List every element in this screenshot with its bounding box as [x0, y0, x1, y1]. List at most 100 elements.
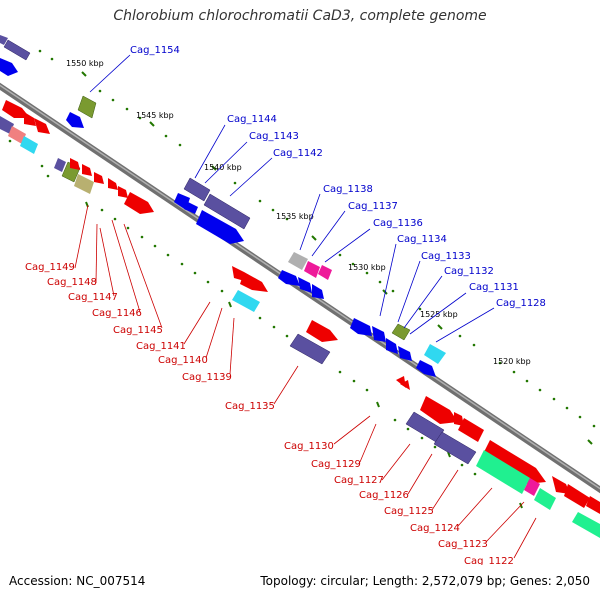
gene-feature[interactable] [0, 116, 14, 134]
gene-label[interactable]: Cag_1139 [182, 372, 232, 383]
gene-feature[interactable] [398, 346, 412, 361]
gene-feature[interactable] [482, 440, 546, 484]
scale-ticks-upper-major [81, 71, 593, 445]
gene-feature[interactable] [240, 272, 268, 292]
scale-label: 1530 kbp [348, 263, 386, 272]
gene-feature[interactable] [8, 126, 26, 144]
gene-feature[interactable] [304, 261, 320, 278]
gene-label[interactable]: Cag_1131 [469, 282, 519, 293]
gene-feature[interactable] [454, 412, 464, 426]
gene-label[interactable]: Cag_1136 [373, 218, 423, 229]
gene-feature[interactable] [0, 58, 18, 76]
gene-feature[interactable] [458, 418, 484, 442]
gene-feature[interactable] [564, 484, 590, 508]
upper-feature-track [0, 35, 446, 377]
gene-label[interactable]: Cag_1148 [47, 277, 97, 288]
gene-feature[interactable] [203, 193, 251, 230]
gene-feature[interactable] [424, 344, 446, 364]
gene-feature[interactable] [318, 265, 332, 280]
gene-label[interactable]: Cag_1146 [92, 308, 142, 319]
gene-label[interactable]: Cag_1128 [496, 298, 546, 309]
gene-label[interactable]: Cag_1123 [438, 539, 488, 550]
gene-feature[interactable] [288, 252, 308, 270]
gene-label[interactable]: Cag_1137 [348, 201, 398, 212]
gene-feature[interactable] [298, 277, 312, 293]
genome-summary-text: Topology: circular; Length: 2,572,079 bp… [260, 574, 590, 588]
gene-feature[interactable] [433, 431, 477, 465]
upper-leader-lines [89, 54, 495, 343]
gene-feature[interactable] [77, 95, 97, 119]
gene-feature[interactable] [82, 164, 92, 176]
gene-label[interactable]: Cag_1147 [68, 292, 118, 303]
scale-ticks-lower [8, 139, 477, 476]
gene-label[interactable]: Cag_1135 [225, 401, 275, 412]
gene-feature[interactable] [278, 270, 300, 286]
gene-feature[interactable] [552, 476, 570, 494]
gene-feature[interactable] [400, 380, 410, 390]
gene-feature[interactable] [386, 338, 398, 354]
gene-feature[interactable] [70, 158, 80, 170]
gene-feature[interactable] [306, 320, 338, 342]
gene-label[interactable]: Cag_1124 [410, 523, 460, 534]
gene-label[interactable]: Cag_1138 [323, 184, 373, 195]
gene-feature[interactable] [108, 178, 118, 190]
gene-feature[interactable] [312, 284, 324, 299]
map-title: Chlorobium chlorochromatii CaD3, complet… [113, 8, 487, 24]
scale-label: 1540 kbp [204, 163, 242, 172]
gene-label[interactable]: Cag_1125 [384, 506, 434, 517]
gene-feature[interactable] [2, 100, 30, 118]
gene-feature[interactable] [534, 488, 556, 510]
gene-feature[interactable] [586, 496, 600, 514]
scale-label: 1520 kbp [493, 357, 531, 366]
gene-label[interactable]: Cag_1133 [421, 251, 471, 262]
lower-feature-track [0, 100, 600, 538]
gene-label[interactable]: Cag_1126 [359, 490, 409, 501]
gene-feature[interactable] [350, 318, 372, 336]
gene-feature[interactable] [391, 323, 411, 341]
gene-feature[interactable] [196, 210, 244, 244]
gene-label[interactable]: Cag_1143 [249, 131, 299, 142]
scale-ticks-lower-major [85, 201, 523, 509]
gene-label[interactable]: Cag_1132 [444, 266, 494, 277]
gene-label[interactable]: Cag_1145 [113, 325, 163, 336]
scale-label: 1535 kbp [276, 212, 314, 221]
gene-feature[interactable] [34, 118, 50, 134]
gene-feature[interactable] [124, 192, 154, 214]
gene-label[interactable]: Cag_1129 [311, 459, 361, 470]
gene-label[interactable]: Cag_1149 [25, 262, 75, 273]
gene-feature[interactable] [24, 112, 36, 126]
gene-label[interactable]: Cag_1134 [397, 234, 447, 245]
scale-ticks-upper [38, 49, 596, 428]
gene-feature[interactable] [289, 333, 331, 365]
gene-feature[interactable] [524, 478, 540, 496]
gene-feature[interactable] [0, 35, 8, 45]
gene-feature[interactable] [94, 172, 104, 184]
gene-label[interactable]: Cag_1144 [227, 114, 277, 125]
gene-feature[interactable] [416, 360, 436, 377]
gene-feature[interactable] [20, 136, 38, 154]
gene-label[interactable]: Cag_1154 [130, 45, 180, 56]
gene-label[interactable]: Cag_1122 [464, 556, 514, 567]
gene-feature[interactable] [372, 326, 386, 342]
gene-label[interactable]: Cag_1142 [273, 148, 323, 159]
gene-feature[interactable] [66, 112, 84, 128]
gene-label[interactable]: Cag_1127 [334, 475, 384, 486]
gene-feature[interactable] [420, 396, 458, 424]
gene-feature[interactable] [572, 512, 600, 538]
lower-leader-lines [74, 204, 537, 559]
gene-feature[interactable] [118, 186, 128, 198]
gene-feature[interactable] [183, 177, 211, 202]
gene-feature[interactable] [476, 450, 530, 494]
gene-label[interactable]: Cag_1130 [284, 441, 334, 452]
scale-label: 1550 kbp [66, 59, 104, 68]
gene-feature[interactable] [74, 174, 94, 194]
gene-feature[interactable] [232, 290, 260, 312]
gene-feature[interactable] [54, 158, 66, 172]
gene-feature[interactable] [184, 201, 198, 214]
scale-label: 1545 kbp [136, 111, 174, 120]
accession-text: Accession: NC_007514 [9, 574, 146, 588]
gene-label[interactable]: Cag_1140 [158, 355, 208, 366]
gene-feature[interactable] [3, 39, 31, 61]
gene-label[interactable]: Cag_1141 [136, 341, 186, 352]
